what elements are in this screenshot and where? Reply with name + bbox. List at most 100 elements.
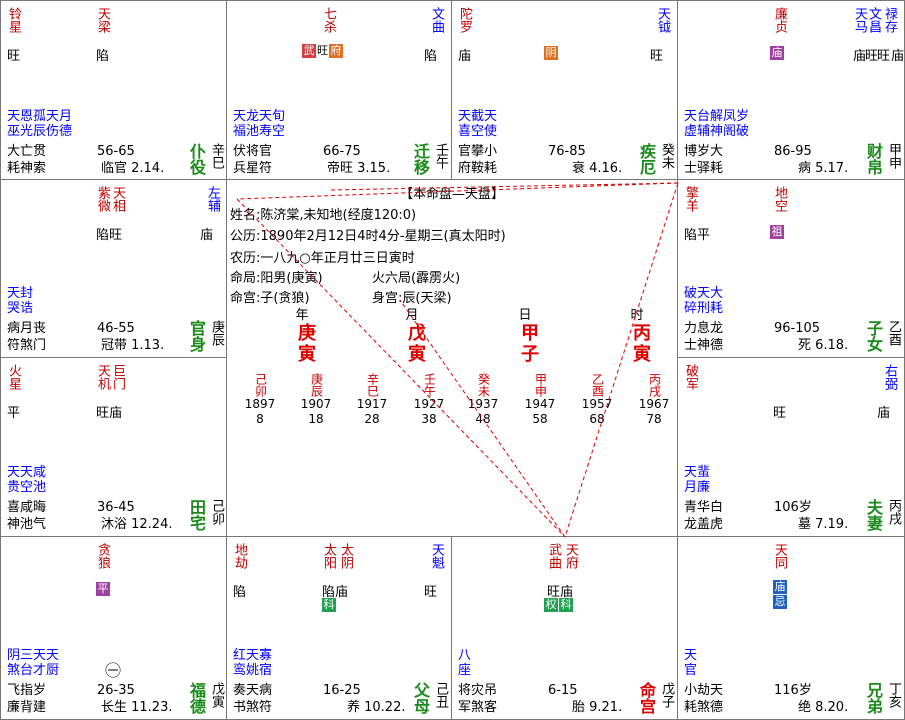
brightness: 庙 — [458, 49, 472, 64]
mingju-line: 命局:阳男(庚寅) — [230, 271, 323, 286]
pillar-part: 寅 — [633, 344, 651, 365]
age-range: 96-105 — [774, 321, 821, 336]
brightness: 庙 — [877, 406, 891, 421]
stem-branch: 丁亥 — [886, 682, 901, 708]
main-star: 擎羊 — [683, 186, 698, 212]
boshi-row: 耗煞德 — [684, 700, 724, 715]
boshi-row: 书煞符 — [233, 700, 273, 715]
main-star: 地空 — [772, 186, 787, 212]
palace-name[interactable]: 兄弟 — [864, 682, 883, 714]
minor-star-row: 天恩孤天月 — [7, 109, 73, 124]
brightness: 庙 — [853, 49, 867, 64]
main-star: 文昌 — [866, 7, 881, 33]
age-range: 16-25 — [323, 683, 361, 698]
boshi-row: 龙盖虎 — [684, 517, 724, 532]
brightness: 陷 — [233, 585, 247, 600]
palace-name[interactable]: 田宅 — [187, 499, 206, 531]
boshi-row: 奏天病 — [233, 683, 273, 698]
minor-star-row: 巫光辰伤德 — [7, 124, 73, 139]
hua-badges: 平 — [96, 581, 111, 596]
boshi-row: 博岁大 — [684, 144, 724, 159]
dayun-part: 38 — [421, 412, 437, 426]
twelve-stage: 死 6.18. — [798, 338, 849, 353]
age-range: 6-15 — [548, 683, 578, 698]
palace-name[interactable]: 子女 — [864, 320, 883, 352]
nongli-line: 农历:一八九○年正月廿三日寅时 — [230, 251, 415, 266]
brightness: 旺庙 — [547, 585, 574, 600]
boshi-row: 官攀小 — [458, 144, 498, 159]
palace-name[interactable]: 迁移 — [411, 143, 430, 175]
pillar-part: 子 — [521, 344, 539, 365]
minor-star-row: 座 — [458, 663, 472, 678]
pillar-part: 时 — [630, 308, 644, 323]
minor-star-row: 鸾姚宿 — [233, 663, 273, 678]
twelve-stage: 胎 9.21. — [572, 700, 623, 715]
brightness: 旺 — [877, 49, 891, 64]
dayun-part: 48 — [475, 412, 491, 426]
minor-star-row: 天台解凤岁 — [684, 109, 750, 124]
hua-badge: 权 — [544, 598, 558, 612]
pillar-part: 寅 — [408, 344, 426, 365]
boshi-row: 军煞客 — [458, 700, 498, 715]
main-star: 左辅 — [205, 186, 220, 212]
main-star: 铃星 — [6, 7, 21, 33]
palace-name[interactable]: 疾厄 — [637, 143, 656, 175]
brightness: 庙 — [200, 228, 214, 243]
palace-name[interactable]: 官身 — [187, 320, 206, 352]
hua-badges: 武旺府 — [302, 43, 344, 58]
minor-star-row: 哭诰 — [7, 301, 34, 316]
minor-star-row: 天龙天旬 — [233, 109, 286, 124]
hua-badge: 科 — [559, 598, 573, 612]
minor-star-row: 破天大 — [684, 286, 724, 301]
main-star: 天同 — [772, 543, 787, 569]
dayun-part: 癸未 — [476, 373, 491, 397]
clock-icon: ㊀ — [105, 661, 122, 680]
minor-star-row: 天 — [684, 648, 698, 663]
age-range: 46-55 — [97, 321, 135, 336]
dayun-part: 1927 — [413, 397, 445, 411]
boshi-stars: 大亡贯耗神索 — [7, 143, 46, 177]
minor-stars: 天龙天旬福池寿空 — [233, 109, 285, 139]
hua-badge: 武 — [302, 44, 316, 58]
brightness: 陷 — [424, 49, 438, 64]
age-range: 56-65 — [97, 144, 135, 159]
twelve-stage: 帝旺 3.15. — [327, 161, 391, 176]
boshi-stars: 博岁大士驿耗 — [684, 143, 723, 177]
palace-name[interactable]: 命宫 — [637, 682, 656, 714]
palace-name[interactable]: 仆役 — [187, 143, 206, 175]
palace-name[interactable]: 父母 — [411, 682, 430, 714]
dayun-part: 己卯 — [253, 373, 268, 397]
stem-branch: 戊寅 — [209, 682, 224, 708]
brightness: 旺庙 — [96, 406, 123, 421]
minor-star-row: 煞台才厨 — [7, 663, 60, 678]
palace-name[interactable]: 财帛 — [864, 143, 883, 175]
dayun-part: 1897 — [244, 397, 276, 411]
brightness: 陷 — [96, 49, 110, 64]
hua-badge: 祖 — [770, 225, 784, 239]
stem-branch: 丙戌 — [886, 499, 901, 525]
main-star: 破军 — [683, 364, 698, 390]
stem-branch: 己丑 — [433, 682, 448, 708]
dayun-part: 辛巳 — [365, 373, 380, 397]
main-star: 天机 — [95, 364, 110, 390]
minor-star-row: 天截天 — [458, 109, 498, 124]
palace-name[interactable]: 夫妻 — [864, 499, 883, 531]
boshi-row: 力息龙 — [684, 321, 724, 336]
age-range: 86-95 — [774, 144, 812, 159]
minor-star-row: 阴三天天 — [7, 648, 60, 663]
pillar-part: 戊 — [408, 323, 426, 344]
palace-name[interactable]: 福德 — [187, 682, 206, 714]
